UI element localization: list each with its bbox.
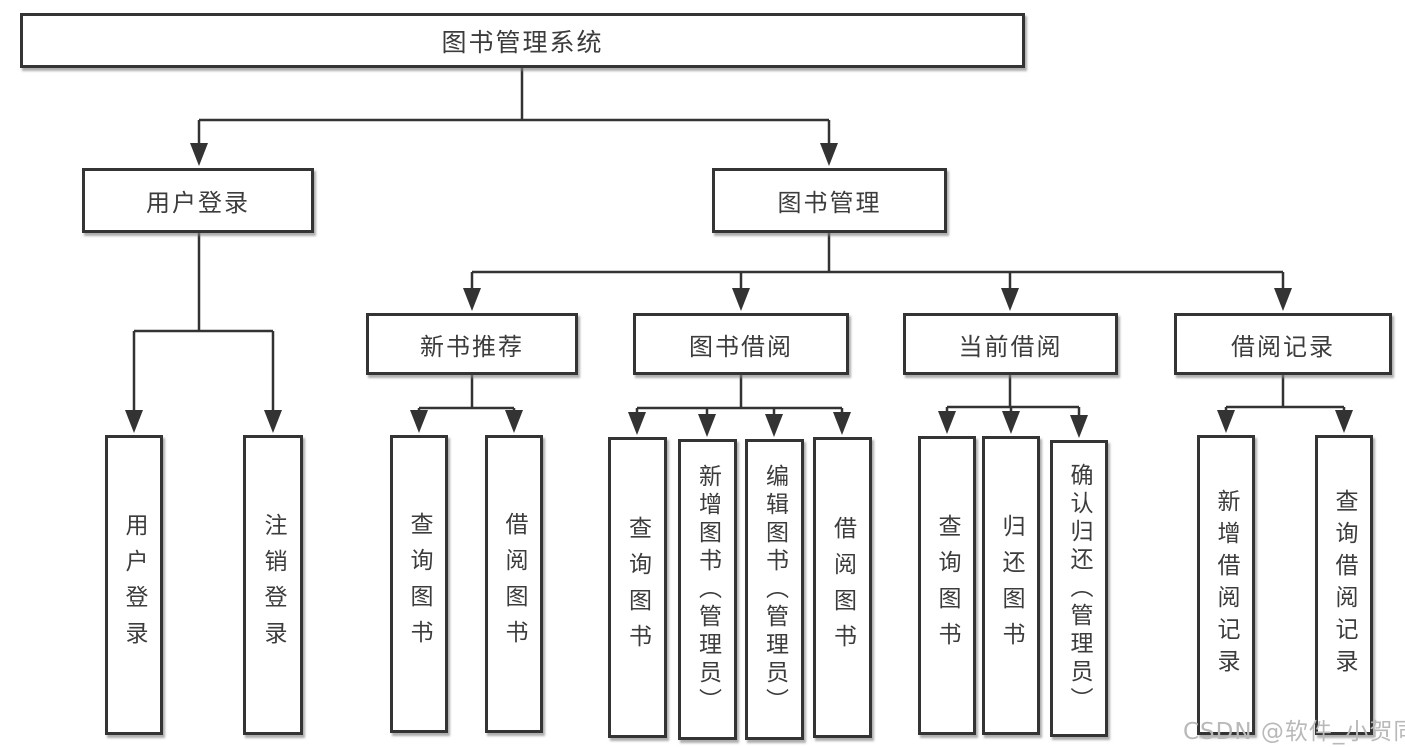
node-label: 用户登录 [121,513,147,657]
node-label: 当前借阅 [958,332,1063,361]
node-label: 图书借阅 [689,332,793,361]
node-label: 新书推荐 [420,332,524,361]
node-label: 查询借阅记录 [1331,489,1357,681]
leaf-edit-books-admin: 编辑图书（管理员） [745,439,804,740]
node-label: 确认归还（管理员） [1066,462,1092,715]
node-label: 编辑图书（管理员） [761,463,788,716]
node-label: 图书管理 [777,189,882,217]
leaf-query-books-current: 查询图书 [918,436,976,735]
leaf-confirm-return-admin: 确认归还（管理员） [1050,440,1108,737]
node-label: 借阅记录 [1231,332,1335,361]
leaf-query-borrow-record: 查询借阅记录 [1315,435,1373,735]
node-root: 图书管理系统 [20,13,1025,68]
node-label: 借阅图书 [829,515,856,660]
leaf-add-borrow-record: 新增借阅记录 [1197,435,1255,735]
node-current-borrowing: 当前借阅 [903,313,1118,375]
node-new-book-recommendation: 新书推荐 [366,313,578,375]
watermark: CSDN @软件_小贺同学 [1183,719,1405,745]
node-label: 归还图书 [998,513,1024,658]
leaf-query-books-borrowing: 查询图书 [608,437,667,738]
node-label: 新增借阅记录 [1213,489,1239,681]
node-borrowing-records: 借阅记录 [1174,313,1392,375]
node-book-management: 图书管理 [712,168,947,233]
node-label: 查询图书 [624,515,651,660]
leaf-query-books-recommend: 查询图书 [390,435,448,733]
node-user-login: 用户登录 [82,168,314,233]
node-label: 查询图书 [934,513,960,658]
leaf-borrow-books-borrowing: 借阅图书 [813,437,872,738]
node-label: 查询图书 [406,512,432,656]
leaf-user-login: 用户登录 [105,435,163,735]
node-label: 用户登录 [146,189,250,217]
leaf-return-books: 归还图书 [982,436,1040,735]
leaf-borrow-books-recommend: 借阅图书 [485,435,543,733]
node-label: 注销登录 [260,513,286,657]
leaf-add-books-admin: 新增图书（管理员） [678,439,737,740]
node-label: 图书管理系统 [441,27,604,57]
node-label: 借阅图书 [501,512,527,656]
node-label: 新增图书（管理员） [694,463,721,716]
node-book-borrowing: 图书借阅 [633,313,849,375]
leaf-logout: 注销登录 [243,435,303,735]
